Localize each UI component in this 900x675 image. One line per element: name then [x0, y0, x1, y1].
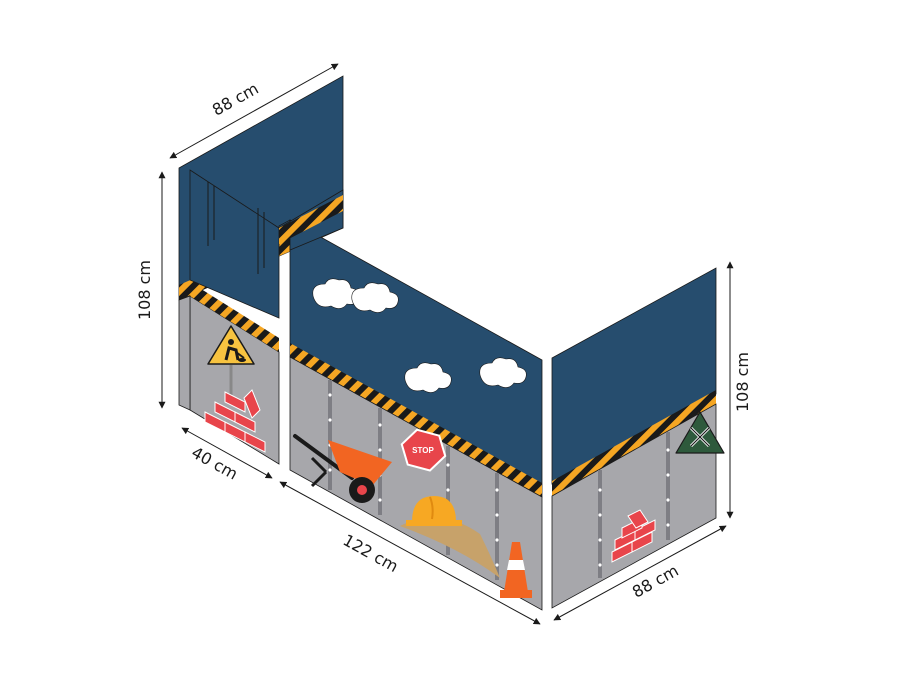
cloud-icon: [479, 357, 527, 388]
stop-sign-text: STOP: [412, 446, 434, 455]
right-panel-hazard-stripe: [552, 390, 716, 496]
front-back-connector-stripe: [279, 195, 343, 244]
left-side-hazard-stripe: [190, 282, 279, 352]
cloud-icon: [404, 362, 452, 393]
front-panel: STOP: [278, 189, 543, 611]
tools-sign-icon: [675, 411, 725, 454]
left-back-grey-strip: [178, 295, 191, 411]
front-panel-hazard-stripe: [290, 343, 542, 497]
dim-label-front: 122 cm: [340, 530, 402, 576]
dim-label-right-height: 108 cm: [733, 352, 752, 412]
dim-line-right-width: [553, 525, 727, 621]
worker-warning-sign-icon: [207, 325, 255, 398]
dim-label-left-height: 108 cm: [135, 260, 154, 320]
dim-line-front: [279, 481, 541, 625]
right-panel: [551, 267, 725, 609]
dim-line-top: [169, 63, 339, 159]
dim-line-left-depth: [181, 427, 273, 479]
dim-label-left-depth: 40 cm: [188, 443, 241, 484]
dim-label-right-width: 88 cm: [629, 561, 682, 602]
dim-label-top: 88 cm: [209, 79, 262, 120]
cloud-icon: [351, 282, 399, 313]
left-side-flap-navy: [189, 169, 280, 319]
dimension-lines: [158, 63, 734, 625]
stop-sign-icon: STOP: [400, 428, 447, 472]
